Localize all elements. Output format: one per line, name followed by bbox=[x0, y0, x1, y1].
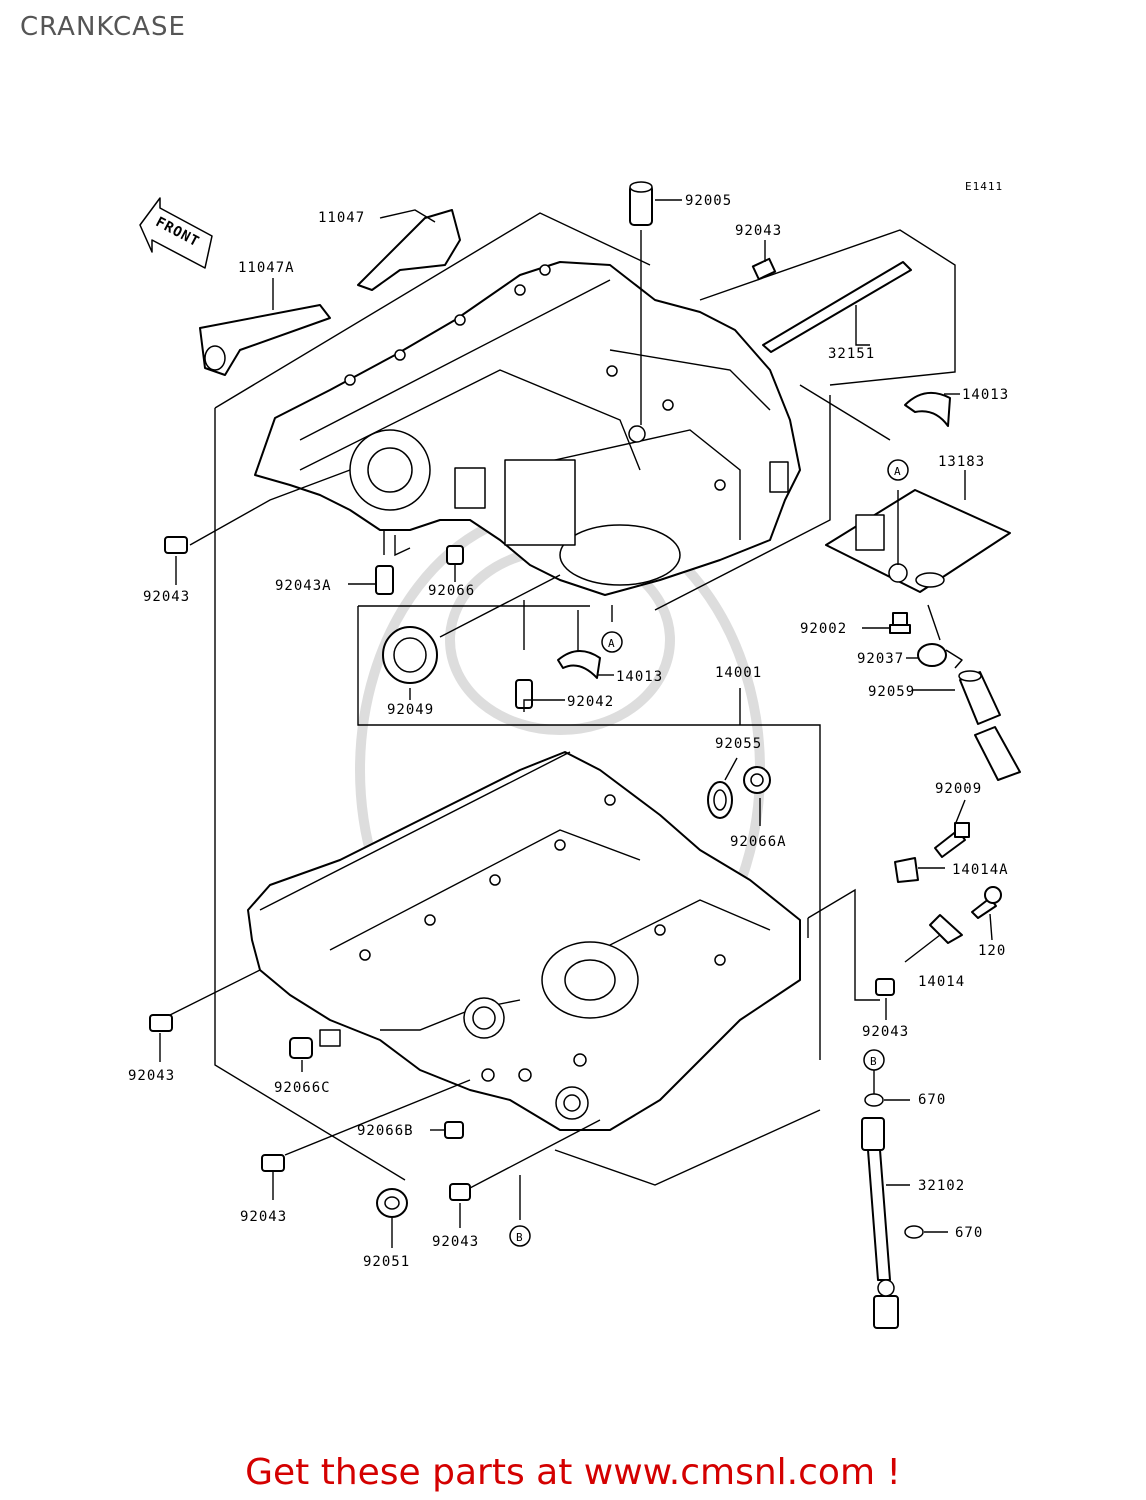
part-label: 92043 bbox=[862, 1024, 909, 1040]
part-label: 32102 bbox=[918, 1178, 965, 1194]
small-parts bbox=[149, 181, 1021, 1329]
part-label: 120 bbox=[978, 943, 1006, 959]
diagram-code: E1411 bbox=[965, 180, 1003, 193]
assembly-outline-lines bbox=[214, 212, 956, 1186]
part-label: 92043 bbox=[143, 589, 190, 605]
part-label: 11047 bbox=[318, 210, 365, 226]
part-label: 92002 bbox=[800, 621, 847, 637]
ref-a-lower: A bbox=[608, 637, 616, 650]
part-labels: 11047 11047A 92005 92043 32151 14013 131… bbox=[128, 193, 1009, 1270]
part-label: 92043 bbox=[240, 1209, 287, 1225]
part-label: 92049 bbox=[387, 702, 434, 718]
part-label: 14001 bbox=[715, 665, 762, 681]
reference-markers bbox=[509, 459, 909, 1247]
part-label: 92066C bbox=[274, 1080, 331, 1096]
part-label: 13183 bbox=[938, 454, 985, 470]
ref-a-upper: A bbox=[894, 465, 902, 478]
part-label: 14013 bbox=[616, 669, 663, 685]
front-arrow-icon bbox=[139, 197, 213, 269]
part-label: 14014A bbox=[952, 862, 1009, 878]
part-label: 92009 bbox=[935, 781, 982, 797]
lower-crankcase bbox=[247, 751, 801, 1131]
ref-b-bottom: B bbox=[516, 1231, 524, 1244]
part-label: 92059 bbox=[868, 684, 915, 700]
part-label: 14014 bbox=[918, 974, 965, 990]
part-label: 92043A bbox=[275, 578, 332, 594]
part-label: 32151 bbox=[828, 346, 875, 362]
part-label: 14013 bbox=[962, 387, 1009, 403]
part-label: 92042 bbox=[567, 694, 614, 710]
page-title: CRANKCASE bbox=[20, 12, 186, 42]
footer-link[interactable]: Get these parts at www.cmsnl.com ! bbox=[245, 1452, 901, 1493]
part-label: 92066B bbox=[357, 1123, 414, 1139]
part-label: 92051 bbox=[363, 1254, 410, 1270]
part-label: 11047A bbox=[238, 260, 295, 276]
part-label: 92043 bbox=[735, 223, 782, 239]
part-label: 670 bbox=[918, 1092, 946, 1108]
part-label: 92037 bbox=[857, 651, 904, 667]
ref-b-right: B bbox=[870, 1055, 878, 1068]
part-label: 92055 bbox=[715, 736, 762, 752]
part-label: 670 bbox=[955, 1225, 983, 1241]
leader-lines bbox=[159, 199, 993, 1248]
upper-crankcase bbox=[254, 261, 801, 596]
part-label: 92066A bbox=[730, 834, 787, 850]
part-label: 92043 bbox=[128, 1068, 175, 1084]
crankcase-exploded-diagram: FRONT E1411 bbox=[128, 180, 1021, 1329]
part-label: 92005 bbox=[685, 193, 732, 209]
part-label: 92043 bbox=[432, 1234, 479, 1250]
part-label: 92066 bbox=[428, 583, 475, 599]
